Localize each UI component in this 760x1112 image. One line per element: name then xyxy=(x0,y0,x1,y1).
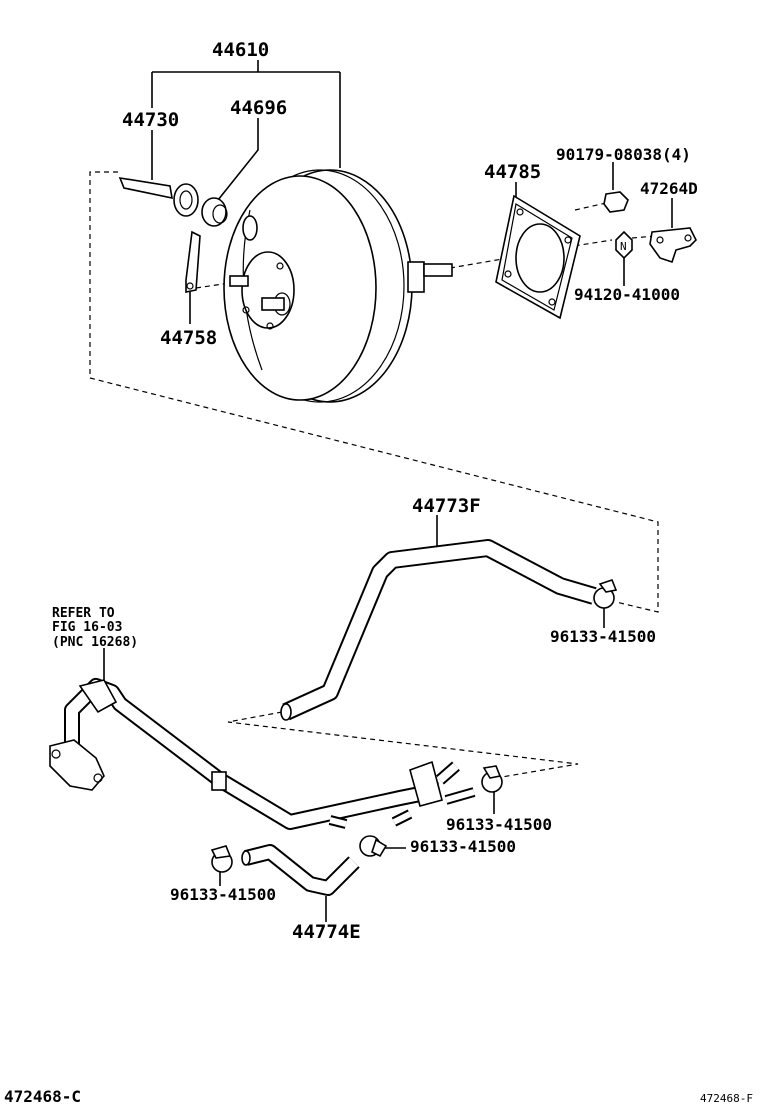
label-47264d: 47264D xyxy=(640,179,698,198)
nut-symbol: N xyxy=(615,230,633,260)
nut-mark-letter: N xyxy=(620,240,627,253)
hose-clamp-a xyxy=(593,579,618,609)
label-96133-41500-b: 96133-41500 xyxy=(446,815,552,834)
vacuum-pipe xyxy=(49,678,476,830)
clip xyxy=(185,230,201,293)
hose-clamp-d xyxy=(210,845,233,873)
refer-line-1: REFER TO xyxy=(52,606,115,621)
part-labels: 44610 44730 44696 44758 44785 90179-0803… xyxy=(4,39,753,1106)
bracket xyxy=(649,227,697,264)
vacuum-hose-upper xyxy=(280,539,597,721)
check-valve xyxy=(118,176,199,217)
label-96133-41500-d: 96133-41500 xyxy=(170,885,276,904)
label-96133-41500-a: 96133-41500 xyxy=(550,627,656,646)
label-44773f: 44773F xyxy=(412,495,481,517)
hose-clamp-c xyxy=(359,835,388,858)
label-44730: 44730 xyxy=(122,109,179,131)
label-44774e: 44774E xyxy=(292,921,361,943)
refer-line-2: FIG 16-03 xyxy=(52,620,122,635)
diagram-code-left: 472468-C xyxy=(4,1087,81,1106)
nut xyxy=(603,191,629,213)
label-44696: 44696 xyxy=(230,97,287,119)
label-96133-41500-c: 96133-41500 xyxy=(410,837,516,856)
label-44785: 44785 xyxy=(484,161,541,183)
brake-booster-assembly xyxy=(223,169,453,403)
grommet xyxy=(201,197,228,227)
hose-clamp-b xyxy=(481,765,503,793)
label-44758: 44758 xyxy=(160,327,217,349)
vacuum-hose-lower xyxy=(241,844,360,896)
refer-line-3: (PNC 16268) xyxy=(52,635,138,650)
gasket xyxy=(495,194,581,320)
label-90179-08038: 90179-08038(4) xyxy=(556,145,691,164)
label-94120-41000: 94120-41000 xyxy=(574,285,680,304)
diagram-code-right: 472468-F xyxy=(700,1092,753,1105)
label-44610: 44610 xyxy=(212,39,269,61)
